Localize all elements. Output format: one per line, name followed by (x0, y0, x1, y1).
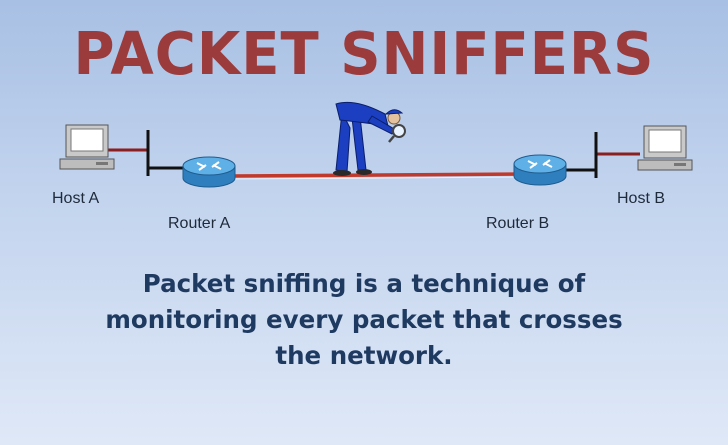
computer-icon (59, 124, 115, 170)
network-link (229, 172, 526, 180)
host-b-label: Host B (617, 190, 666, 207)
description-line: Packet sniffing is a technique of (142, 269, 586, 298)
router-icon (182, 156, 236, 188)
host-a-link (108, 130, 190, 176)
magnifier-icon (388, 124, 406, 143)
host-b-link (555, 132, 640, 178)
page-title: PACKET SNIFFERS (73, 20, 655, 89)
router-a-label: Router A (168, 215, 231, 232)
description-line: monitoring every packet that crosses (105, 305, 623, 334)
sniffer-figure-icon (333, 101, 404, 176)
description-line: the network. (275, 341, 453, 370)
router-b-label: Router B (486, 215, 550, 232)
host-a-label: Host A (52, 190, 100, 207)
router-icon (513, 154, 567, 186)
description: Packet sniffing is a technique of monito… (0, 266, 728, 374)
computer-icon (637, 125, 693, 171)
